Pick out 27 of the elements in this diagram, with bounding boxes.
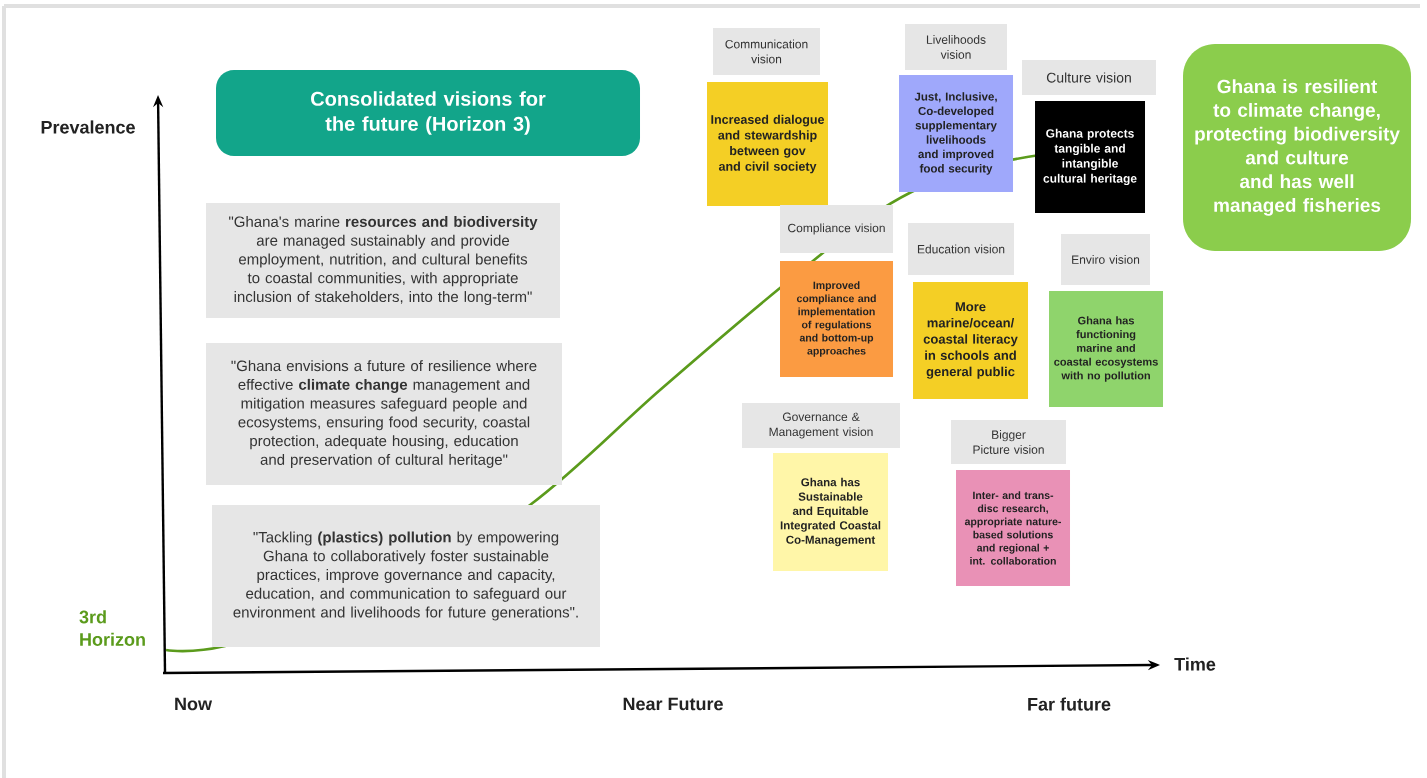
banner-box: Consolidated visions for the future (Horizon 3) — [216, 70, 640, 156]
axis-label: Far future — [1028, 697, 1111, 711]
sticky-note: Ghana has functioning marine and coastal ecosystems with no pollution — [1049, 291, 1163, 407]
sticky-note: Increased dialogue and stewardship between gov and civil society — [707, 82, 828, 206]
vision-label: Bigger Picture vision — [951, 420, 1066, 464]
sticky-note: Just, Inclusive, Co-developed supplementary livelihoods and improved food security — [899, 75, 1013, 192]
axis-label: Near Future — [623, 697, 723, 711]
vision-label: Compliance vision — [780, 205, 893, 253]
vision-label: Education vision — [908, 223, 1014, 275]
axis-label: 3rd Horizon — [79, 610, 145, 646]
quote-box: "Tackling (plastics) pollution by empowering Ghana to collaboratively foster sustainable practices, improve governance and capacity, education, and communication to safeguard our environment and livelihoods for future generations". — [212, 505, 600, 647]
sticky-note: Ghana has Sustainable and Equitable Integrated Coastal Co-Management — [773, 453, 888, 571]
sticky-note: Ghana protects tangible and intangible cultural heritage — [1035, 101, 1145, 213]
goal-box: Ghana is resilient to climate change, protecting biodiversity and culture and has well managed fisheries — [1183, 44, 1411, 251]
vision-label: Enviro vision — [1061, 234, 1150, 285]
axis-label: Time — [1174, 657, 1216, 671]
quote-box: "Ghana envisions a future of resilience where effective climate change management and mitigation measures safeguard people and ecosystems, ensuring food security, coastal protection, adequate housing, education and preservation of cultural heritage" — [206, 343, 562, 485]
sticky-note: Improved compliance and implementation of regulations and bottom-up approaches — [780, 261, 893, 377]
axis-label: Prevalence — [41, 120, 135, 134]
vision-label: Governance & Management vision — [742, 403, 900, 448]
sticky-note: More marine/ocean/ coastal literacy in schools and general public — [913, 282, 1028, 399]
vision-label: Communication vision — [713, 28, 820, 75]
quote-box: "Ghana's marine resources and biodiversity are managed sustainably and provide employment, nutrition, and cultural benefits to coastal communities, with appropriate inclusion of stakeholders, into the long-term" — [206, 203, 560, 318]
vision-label: Culture vision — [1022, 60, 1156, 95]
vision-label: Livelihoods vision — [905, 24, 1007, 70]
axis-label: Now — [175, 697, 213, 711]
sticky-note: Inter- and trans-disc research, appropriate nature-based solutions and regional + int. collaboration — [956, 470, 1070, 586]
